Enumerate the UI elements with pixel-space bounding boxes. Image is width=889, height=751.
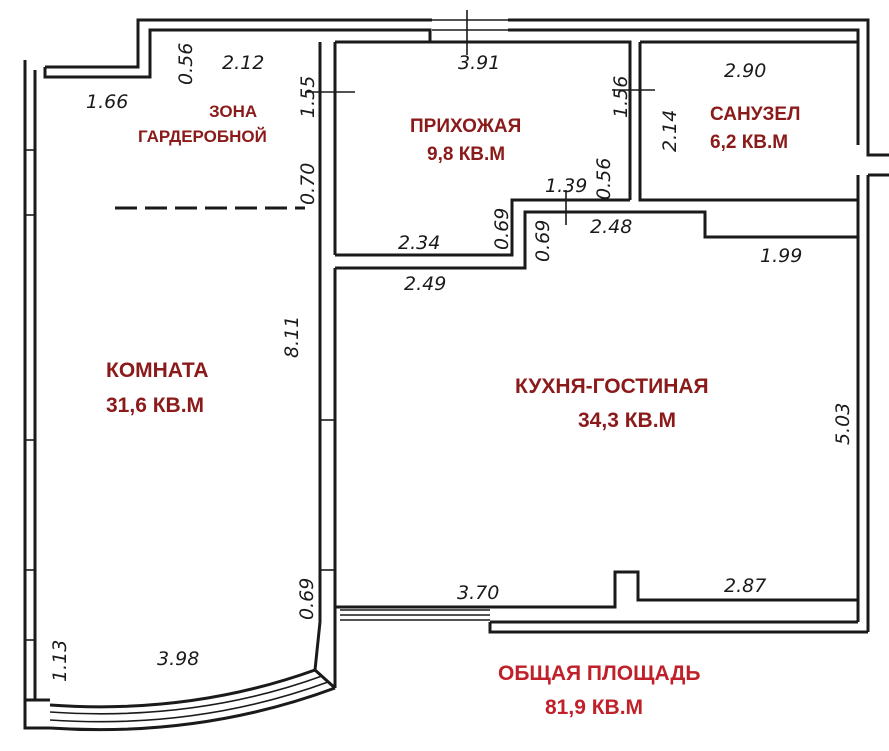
dim-156: 1.56 — [610, 76, 632, 118]
wardrobe-label-line2: ГАРДЕРОБНОЙ — [138, 127, 267, 146]
bay-window — [23, 621, 337, 732]
dim-069-b: 0.69 — [532, 220, 554, 262]
dim-056-mid: 0.56 — [593, 158, 615, 200]
dim-212: 2.12 — [222, 52, 264, 74]
dim-056-top: 0.56 — [175, 43, 197, 85]
kitchen-area: 34,3 КВ.М — [578, 409, 676, 432]
dim-290: 2.90 — [724, 60, 766, 82]
dim-069-a: 0.69 — [491, 208, 513, 250]
dim-214: 2.14 — [659, 110, 681, 152]
bathroom-name: САНУЗЕЛ — [710, 104, 800, 125]
room-name: КОМНАТА — [106, 359, 209, 382]
bathroom-area: 6,2 КВ.М — [710, 132, 788, 153]
dim-248: 2.48 — [590, 216, 632, 238]
inner-walls — [115, 40, 858, 622]
balcony-door — [340, 609, 490, 621]
hallway-name: ПРИХОЖАЯ — [410, 116, 521, 137]
dim-069-c: 0.69 — [296, 578, 318, 620]
dim-139: 1.39 — [545, 175, 587, 197]
kitchen-name: КУХНЯ-ГОСТИНАЯ — [515, 375, 709, 398]
dimension-labels: 0.56 2.12 3.91 2.90 1.66 1.55 1.56 2.14 … — [49, 43, 854, 682]
outer-walls — [23, 18, 889, 702]
dim-398: 3.98 — [157, 648, 199, 670]
total-label: ОБЩАЯ ПЛОЩАДЬ — [498, 662, 700, 685]
dim-811: 8.11 — [281, 316, 303, 358]
dim-199: 1.99 — [760, 245, 802, 267]
dim-234: 2.34 — [398, 232, 440, 254]
dim-391: 3.91 — [458, 52, 500, 74]
dim-503: 5.03 — [832, 403, 854, 445]
dim-166: 1.66 — [86, 91, 128, 113]
tick-marks — [305, 10, 655, 225]
dim-155: 1.55 — [297, 76, 319, 118]
dim-113: 1.13 — [49, 640, 71, 682]
dim-249: 2.49 — [404, 273, 446, 295]
room-labels: ЗОНА ГАРДЕРОБНОЙ ПРИХОЖАЯ 9,8 КВ.М САНУЗ… — [106, 102, 800, 719]
dim-287: 2.87 — [724, 575, 766, 597]
dim-370: 3.70 — [457, 582, 499, 604]
room-area: 31,6 КВ.М — [106, 394, 204, 417]
dim-070: 0.70 — [297, 163, 319, 205]
total-area: 81,9 КВ.М — [545, 696, 643, 719]
wardrobe-label-line1: ЗОНА — [209, 102, 257, 121]
hallway-area: 9,8 КВ.М — [427, 144, 505, 165]
